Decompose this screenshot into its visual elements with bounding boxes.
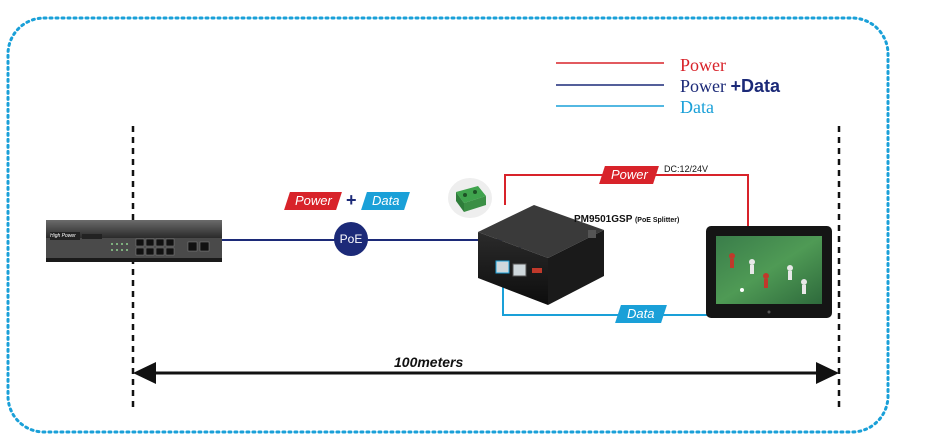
- legend-power-data-plus: +: [730, 76, 742, 96]
- model-label: PM9501GSP (PoE Splitter): [574, 214, 679, 225]
- power-tag-left-text: Power: [295, 193, 332, 208]
- legend-data-label: Data: [680, 97, 714, 117]
- legend-power-label: Power: [680, 55, 726, 75]
- poe-splitter-icon: [478, 205, 604, 305]
- frame-border: [6, 16, 890, 434]
- terminal-block-icon: [448, 178, 492, 218]
- model-name: PM9501GSP: [574, 214, 633, 225]
- switch-brand-label: High Power: [50, 233, 76, 239]
- network-switch-icon: [46, 220, 222, 262]
- data-tag-left: Data: [361, 192, 410, 210]
- power-tag-top: Power: [599, 166, 659, 184]
- plus-sign: +: [346, 190, 357, 210]
- data-tag-left-text: Data: [372, 193, 400, 208]
- distance-arrow-icon: [133, 362, 839, 384]
- legend-power-data-prefix: Power: [680, 76, 726, 96]
- display-monitor-icon: [706, 226, 832, 318]
- data-tag-bottom-text: Data: [627, 306, 655, 321]
- power-tag-top-text: Power: [610, 167, 648, 182]
- dc-voltage-label: DC:12/24V: [664, 164, 709, 174]
- power-tag-left: Power: [284, 192, 342, 210]
- data-tag-bottom: Data: [615, 305, 667, 323]
- legend-power-data-label: Power +Data: [680, 77, 780, 95]
- poe-badge: PoE: [334, 222, 368, 256]
- power-data-cable: [222, 239, 521, 262]
- legend-power-data-suffix: Data: [741, 76, 781, 96]
- distance-label: 100meters: [394, 354, 464, 370]
- model-note: (PoE Splitter): [634, 217, 680, 224]
